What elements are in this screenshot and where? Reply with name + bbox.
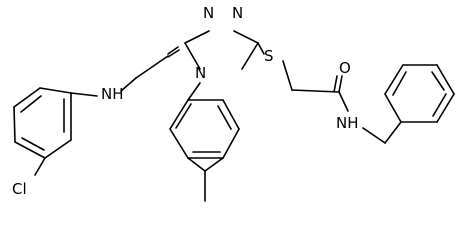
triazole-n-top-left-label: N bbox=[203, 4, 214, 22]
amine-nh-label: NH bbox=[101, 85, 124, 103]
carbonyl-oxygen-label: O bbox=[339, 59, 351, 77]
thioacetamide-chain bbox=[257, 42, 402, 144]
aminomethyl-linker bbox=[120, 55, 169, 92]
triazole-ring bbox=[167, 30, 259, 70]
chlorophenyl-ring bbox=[13, 87, 98, 176]
chlorine-label: Cl bbox=[12, 180, 27, 198]
sulfur-label: S bbox=[264, 47, 274, 65]
triazole-n-top-right-label: N bbox=[232, 4, 243, 22]
benzyl-phenyl-ring bbox=[384, 64, 455, 123]
structure-svg: N N N S O NH NH Cl bbox=[12, 4, 455, 202]
triazole-n-ring-label: N bbox=[195, 64, 206, 82]
amide-nh-label: NH bbox=[336, 114, 359, 132]
molecule-diagram: N N N S O NH NH Cl bbox=[12, 4, 455, 202]
tolyl-ring bbox=[169, 82, 240, 202]
